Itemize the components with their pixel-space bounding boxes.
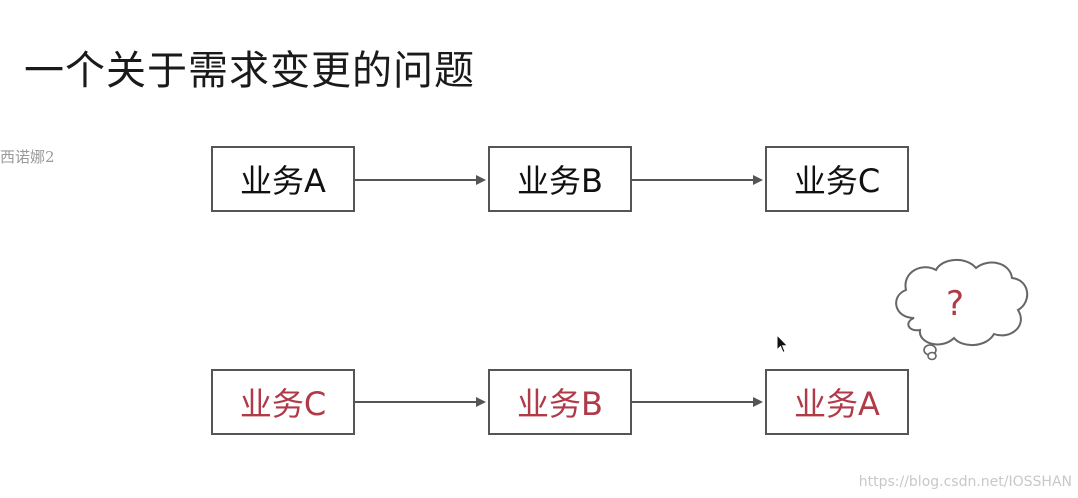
url-watermark: https://blog.csdn.net/IOSSHAN [858,474,1072,490]
row1-box-2: 业务B [488,146,632,212]
thought-question-mark: ? [945,284,965,324]
mouse-pointer-icon [776,334,789,354]
row2-box-2: 业务B [488,369,632,435]
side-watermark-text: 西诺娜2 [0,148,55,166]
row1-box-1: 业务A [211,146,355,212]
row1-box-3: 业务C [765,146,909,212]
row2-box-3: 业务A [765,369,909,435]
thought-cloud-icon [895,259,1028,361]
page-title: 一个关于需求变更的问题 [24,48,475,94]
row2-box-1: 业务C [211,369,355,435]
